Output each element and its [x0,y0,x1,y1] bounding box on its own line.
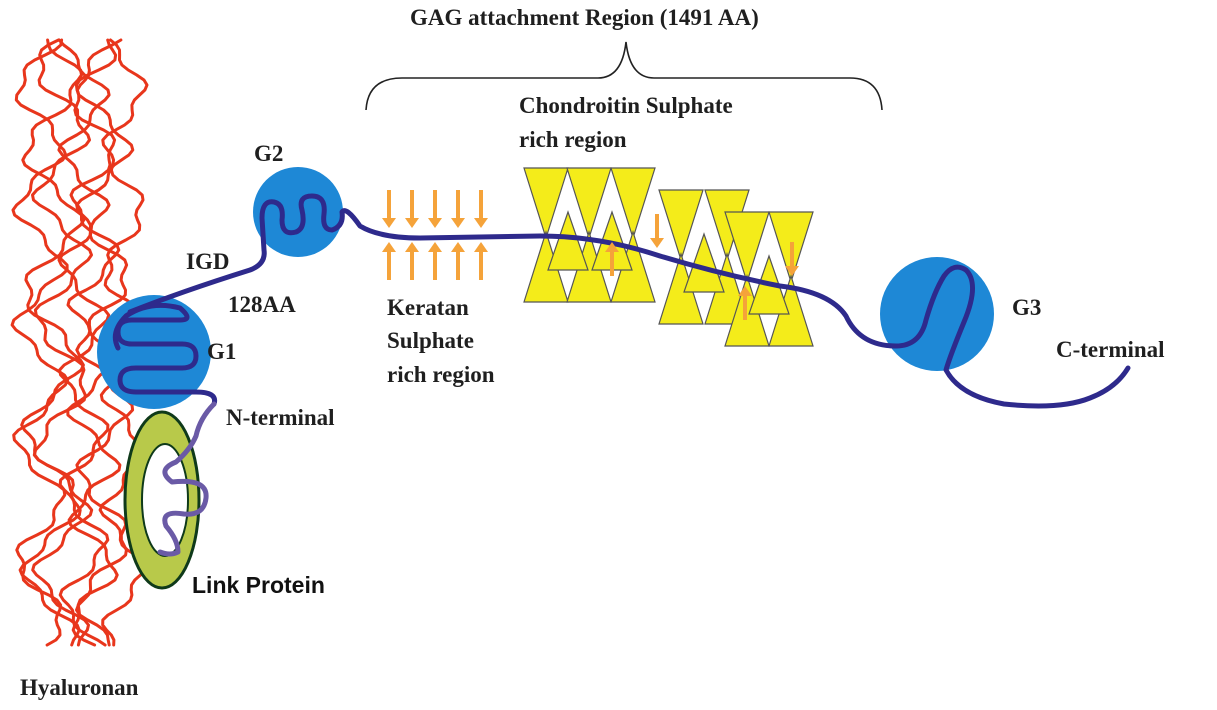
hyaluronan-label: Hyaluronan [20,675,139,700]
hyaluronan-strand [31,38,94,647]
n-terminal-strand [157,401,217,557]
hyaluronan-strand [10,38,70,647]
keratan-arrow-down [474,190,488,228]
g1-label: G1 [207,339,237,364]
keratan-arrow-head [428,218,442,228]
keratan-arrow-head [785,266,799,276]
keratan-arrow-head [738,286,752,296]
g2-domain [253,167,343,257]
hyaluronan-strand [18,38,86,647]
keratan-arrow-up [605,242,619,276]
g3-domain [880,257,994,371]
keratan-arrow-head [474,218,488,228]
link-protein-inner [141,443,189,557]
keratan-arrow-head [405,242,419,252]
keratan-arrow-down [785,242,799,276]
keratan-arrow-head [605,242,619,252]
keratan-arrow-head [382,242,396,252]
hyaluronan-strand [75,38,135,647]
keratan-arrow-down [405,190,419,228]
core-protein-chain [112,193,1131,557]
keratan-arrow-up [474,242,488,280]
keratan-arrow-head [382,218,396,228]
keratan-arrow-up [405,242,419,280]
link-protein-label: Link Protein [192,572,325,598]
keratan-arrow-down [451,190,465,228]
keratan-arrow-head [405,218,419,228]
g3-label: G3 [1012,295,1042,320]
chondroitin-triangle-down [566,167,612,241]
keratan-region-label-line2: Sulphate [387,328,474,353]
link-protein-ring [123,410,201,590]
chondroitin-region-label-line1: Chondroitin Sulphate [519,93,733,118]
gag-region-label: GAG attachment Region (1491 AA) [410,5,759,30]
keratan-arrow-up [428,242,442,280]
keratan-region-label-line3: rich region [387,362,495,387]
chondroitin-triangle-down [523,167,569,241]
n-terminal-label: N-terminal [226,405,335,430]
chondroitin-region-label-line2: rich region [519,127,627,152]
igd-length-label: 128AA [228,292,296,317]
keratan-arrow-up [382,242,396,280]
keratan-arrow-down [650,214,664,248]
igd-label: IGD [186,249,230,274]
g2-label: G2 [254,141,284,166]
keratan-arrow-head [428,242,442,252]
chondroitin-triangle-down [658,189,704,263]
keratan-arrow-down [428,190,442,228]
keratan-arrow-head [451,218,465,228]
keratan-arrow-up [451,242,465,280]
keratan-sulphate-chains [382,190,799,320]
chondroitin-triangle-down [610,167,656,241]
keratan-arrow-head [650,238,664,248]
c-terminal-label: C-terminal [1056,337,1165,362]
chondroitin-triangle-mid [547,210,589,271]
brace-path [365,41,883,111]
chondroitin-triangle-down [724,211,770,285]
keratan-arrow-head [451,242,465,252]
keratan-region-label-line1: Keratan [387,295,469,320]
gag-region-brace [365,41,883,111]
keratan-arrow-up [738,286,752,320]
chondroitin-triangle-mid [683,232,725,293]
keratan-arrow-down [382,190,396,228]
keratan-arrow-head [474,242,488,252]
core-protein-path [112,193,1131,409]
